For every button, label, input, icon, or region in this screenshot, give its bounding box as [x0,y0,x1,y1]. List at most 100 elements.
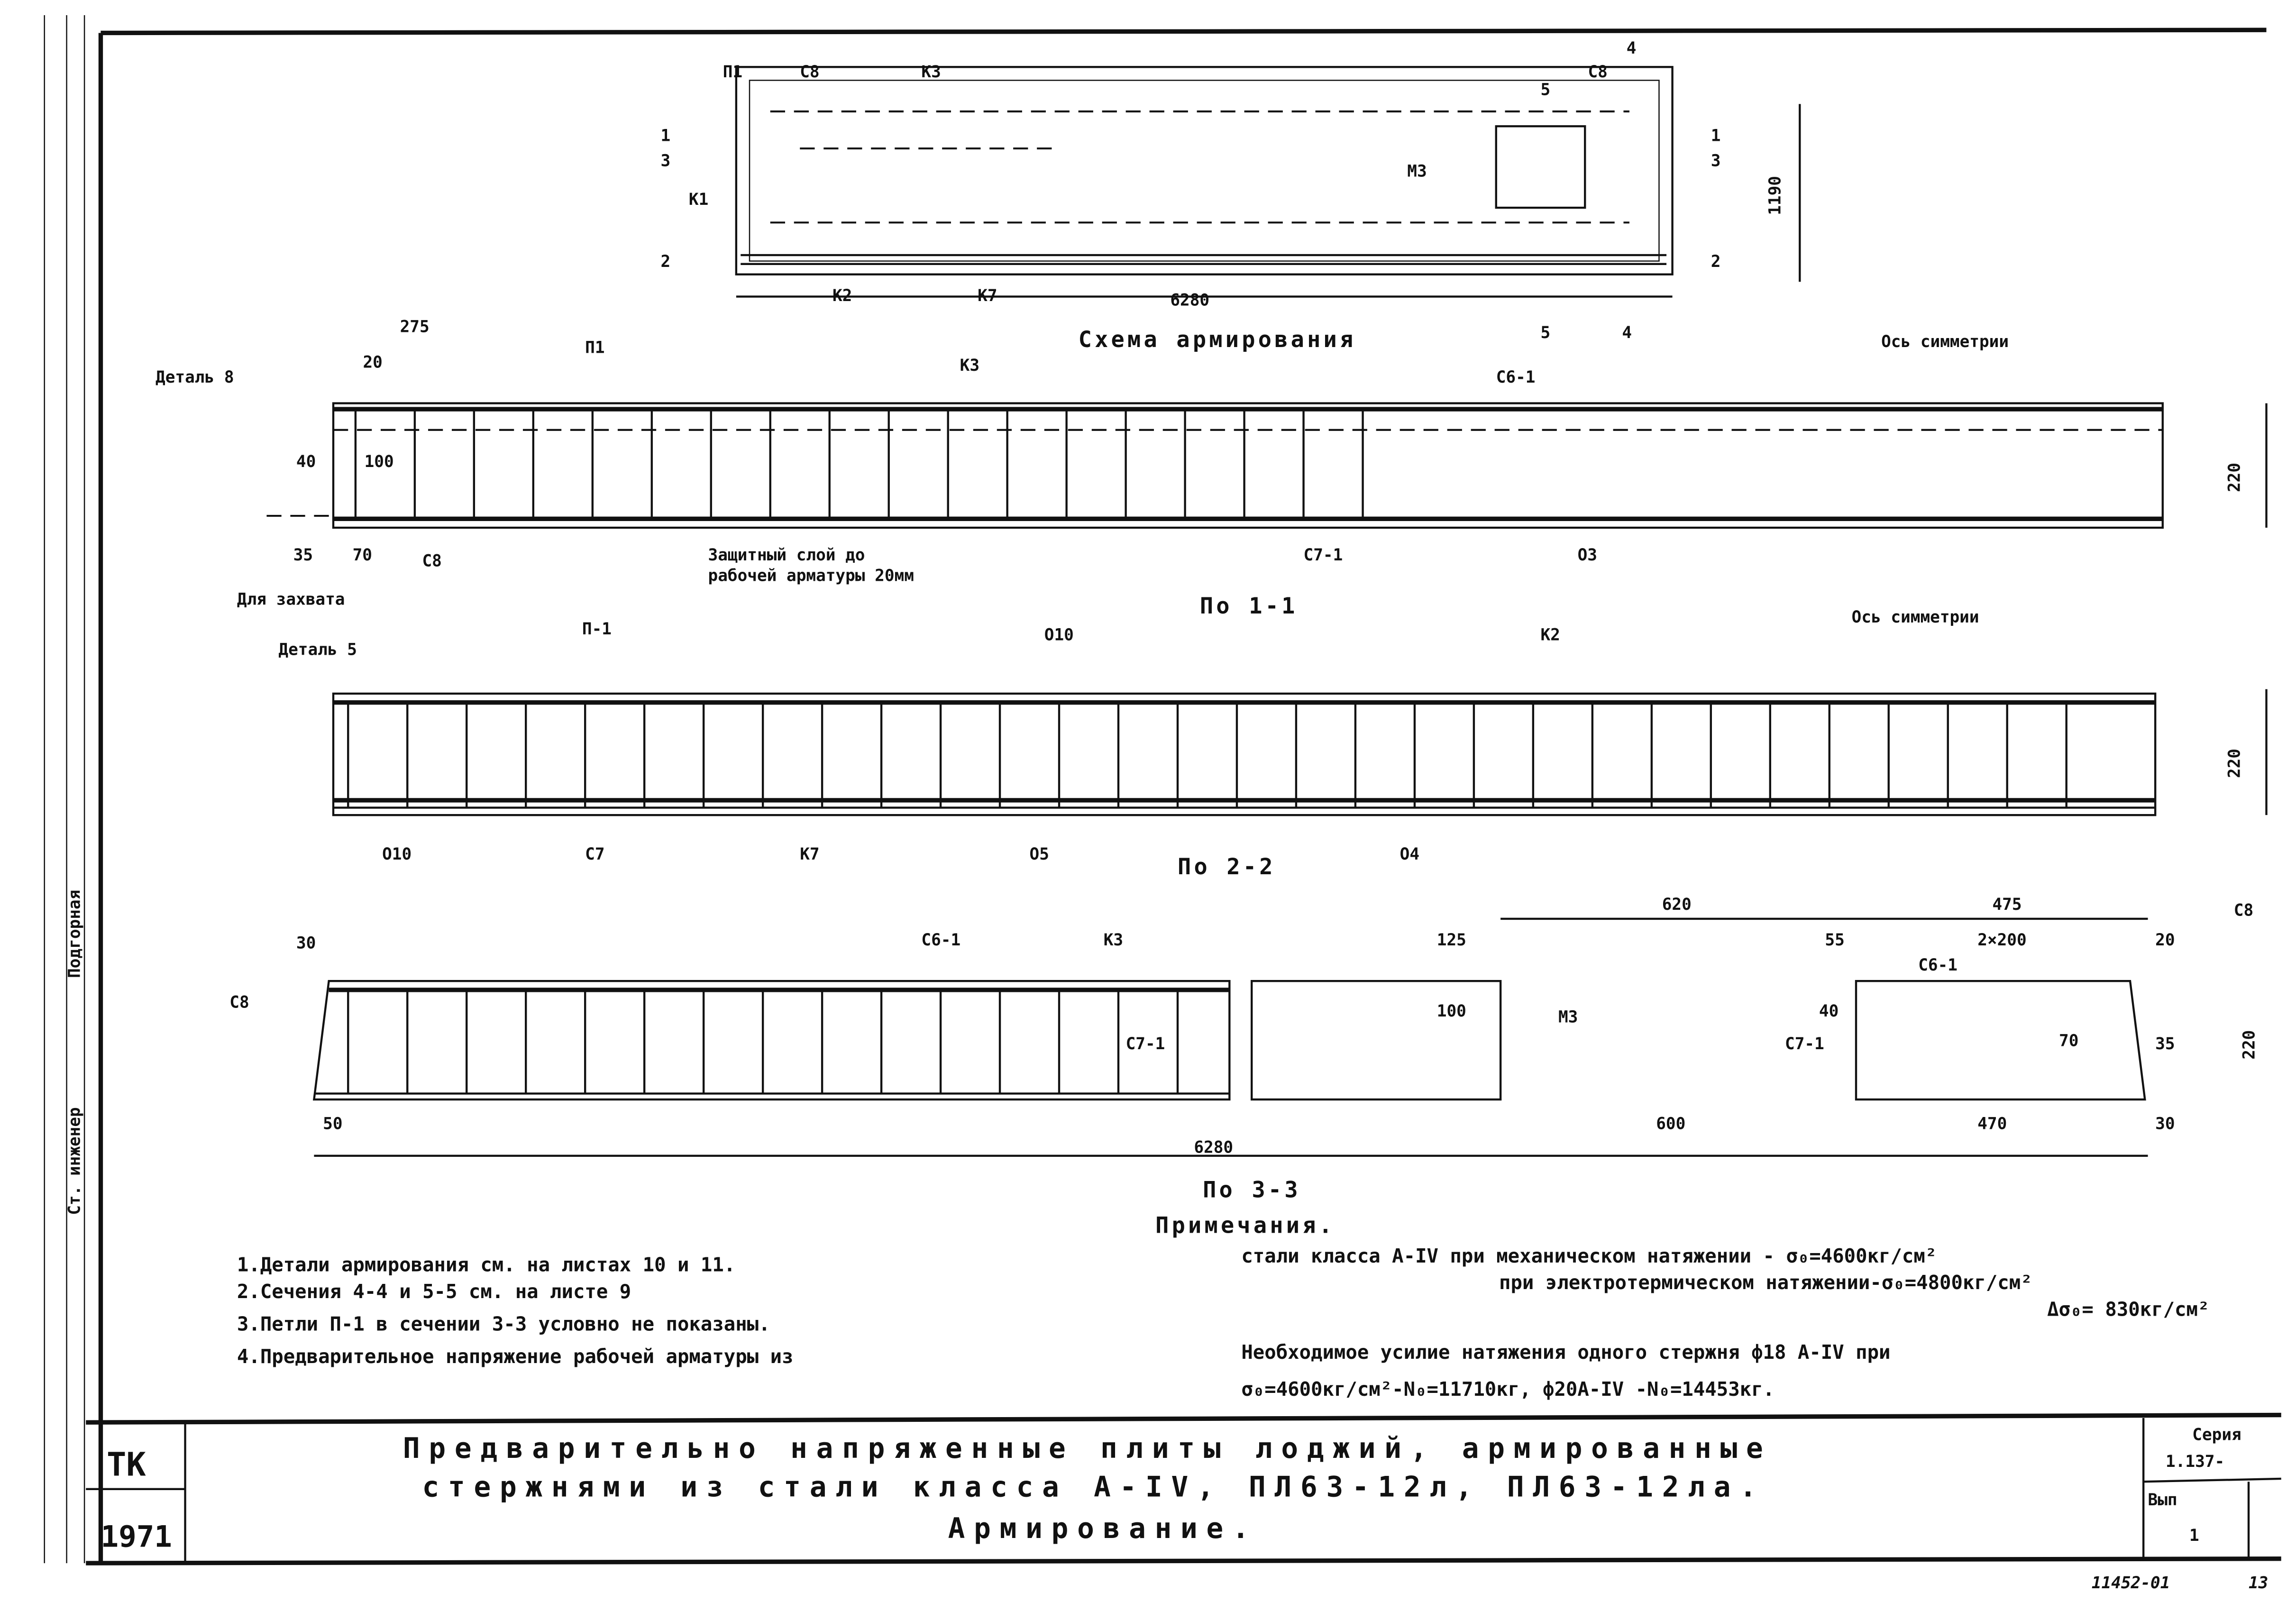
label-c8b: С8 [1588,63,1607,82]
title-line: стержнями из стали класса А-IV, ПЛ63-12л… [422,1470,1765,1503]
dim-height: 1190 [1766,176,1785,215]
label-c7-1: С7-1 [1126,1034,1165,1053]
org-code: ТК [107,1446,146,1484]
note-stress-electro: при электротермическом натяжении-σ₀=4800… [1499,1271,2032,1294]
note-force-values: σ₀=4600кг/см²-N₀=11710кг, ф20А-IV -N₀=14… [1241,1378,1775,1401]
label-c8: С8 [2234,901,2253,920]
label-c7-1: С7-1 [1785,1034,1824,1053]
scheme-caption: Схема армирования [1079,327,1356,353]
dim: 50 [323,1115,342,1134]
dim: 125 [1437,931,1466,950]
label-k3: К3 [921,63,941,82]
dim: 40 [1819,1002,1839,1021]
label-k3: К3 [1104,931,1123,950]
series-label: Серия [2192,1426,2241,1445]
label-detail: Деталь 8 [156,368,234,387]
section-1-1: Деталь 8 275 20 П1 К3 С6-1 Ось симметрии… [156,318,2268,619]
note-item: 3.Петли П-1 в сечении 3-3 условно не пок… [237,1313,770,1336]
label-o4: О4 [1400,845,1419,864]
dim: 40 [296,452,316,471]
reinforcement-scheme: П1 С8 К3 К1 К2 К7 С8 М3 6280 1190 1 3 2 … [661,39,1801,353]
note-item: 1.Детали армирования см. на листах 10 и … [237,1254,735,1276]
label-k2: К2 [1540,625,1560,644]
label-c8: С8 [800,63,819,82]
dim: 55 [1825,931,1844,950]
dim: 35 [2155,1034,2175,1053]
section-mark: 3 [661,152,671,171]
label-k3: К3 [960,356,979,375]
section-mark: 5 [1540,81,1550,100]
label-c6-1: С6-1 [921,931,960,950]
dim: 2×200 [1977,931,2026,950]
dim: 475 [1992,895,2022,914]
label-grip: Для захвата [237,590,345,609]
label-k7: К7 [978,286,997,305]
sheet-frame [44,15,2267,1564]
dim: 620 [1662,895,1692,914]
label-p1: П-1 [582,620,612,639]
label-detail: Деталь 5 [278,641,357,659]
section-mark: 4 [1622,323,1632,342]
label-c8: С8 [229,993,249,1012]
section-mark: 4 [1627,39,1637,58]
side-stamp: Ст. инженер Подгорная [65,890,84,1215]
dim-height: 220 [2240,1030,2259,1060]
section-2-2: Деталь 5 П-1 О10 К2 Ось симметрии 220 О1… [278,608,2268,880]
label-o10: О10 [1044,625,1074,644]
notes: Примечания. 1.Детали армирования см. на … [237,1213,2209,1401]
dim: 70 [2059,1032,2078,1051]
label-p1: П1 [585,338,604,357]
section-mark: 3 [1711,152,1721,171]
label-c7: С7 [585,845,604,864]
label-p1: П1 [723,63,742,82]
label-c6-1: С6-1 [1918,956,1958,975]
section-mark: 1 [1711,127,1721,146]
dim-height: 220 [2225,749,2244,778]
issue-number: 1 [2189,1526,2199,1545]
label-m3: М3 [1407,162,1427,181]
dim: 70 [353,546,372,565]
label-symmetry-axis: Ось симметрии [1852,608,1979,627]
section-mark: 5 [1540,323,1550,342]
dim-height: 220 [2225,463,2244,492]
stamp-role: Ст. инженер [65,1107,84,1215]
note-force: Необходимое усилие натяжения одного стер… [1241,1341,1890,1364]
title-block: ТК 1971 Предварительно напряженные плиты… [86,1412,2281,1593]
dim: 100 [365,452,394,471]
note-item: 4.Предварительное напряжение рабочей арм… [237,1345,794,1368]
label-k7: К7 [800,845,819,864]
label-o10: О10 [382,845,412,864]
dim: 20 [363,353,383,372]
label-cover: рабочей арматуры 20мм [708,567,914,586]
notes-heading: Примечания. [1155,1213,1335,1238]
issue-label: Вып [2148,1491,2177,1510]
note-stress-mech: стали класса А-IV при механическом натяж… [1241,1245,1937,1267]
sheet-number: 13 [2249,1574,2268,1593]
label-k2: К2 [832,286,852,305]
dim: 100 [1437,1002,1466,1021]
stamp-name: Подгорная [65,890,84,978]
label-m3: М3 [1558,1008,1578,1027]
dim: 20 [2155,931,2175,950]
label-symmetry-axis: Ось симметрии [1881,332,2009,351]
dim: 275 [400,318,430,337]
section-mark: 2 [661,252,671,271]
dim: 30 [296,934,316,952]
section-caption: По 2-2 [1178,854,1276,880]
dim: 600 [1656,1115,1685,1134]
dim-length: 6280 [1194,1138,1233,1157]
title-line: Армирование. [948,1512,1258,1545]
section-3-3: 30 С8 С6-1 К3 125 620 475 55 2×200 20 С8… [229,895,2259,1203]
year: 1971 [101,1520,172,1554]
doc-number: 11452-01 [2092,1574,2170,1593]
note-stress-delta: Δσ₀= 830кг/см² [2047,1298,2209,1320]
label-o3: О3 [1578,546,1597,565]
label-k1: К1 [689,190,708,209]
series-number: 1.137- [2166,1452,2224,1471]
note-item: 2.Сечения 4-4 и 5-5 см. на листе 9 [237,1280,631,1303]
section-mark: 1 [661,127,671,146]
dim: 35 [293,546,313,565]
label-c7-1: С7-1 [1304,546,1343,565]
section-caption: По 1-1 [1200,594,1298,619]
